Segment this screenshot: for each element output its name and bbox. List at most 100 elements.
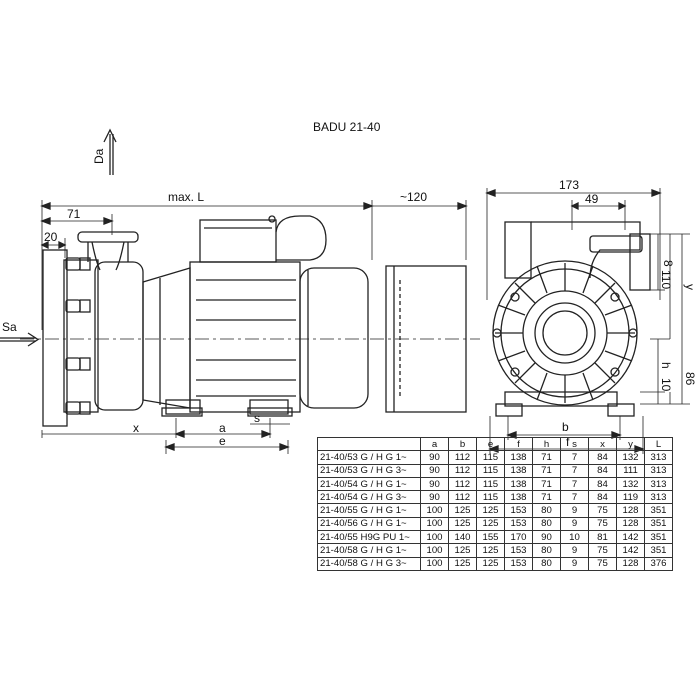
table-cell: 71 [532,450,561,465]
label-173: 173 [559,178,579,192]
table-cell: 71 [532,490,561,505]
label-b: b [562,420,569,434]
table-cell: 80 [532,556,561,571]
table-cell: 142 [616,530,645,545]
table-header: x [588,436,617,452]
table-cell: 9 [560,503,589,518]
dimensions-table: a b e f h s x y L 21-40/53 G / H G 1~ 90… [317,436,673,571]
table-cell: 138 [504,476,533,492]
table-row: 21-40/55 G / H G 1~ 100 125 125 153 80 9… [317,503,673,518]
table-cell: 125 [448,543,477,558]
table-header: s [560,436,589,452]
table-cell: 90 [532,530,561,545]
drawing-title: BADU 21-40 [313,120,381,134]
table-cell: 71 [532,476,561,492]
side-view [0,128,480,454]
table-cell: 75 [588,516,617,532]
table-cell: 90 [420,490,449,505]
table-cell: 7 [560,463,589,478]
table-cell: 351 [644,543,673,558]
table-cell: 313 [644,476,673,492]
table-cell: 125 [448,516,477,532]
table-cell: 84 [588,463,617,478]
table-cell: 84 [588,476,617,492]
table-cell: 80 [532,516,561,532]
front-view [485,188,690,454]
label-49: 49 [585,192,599,206]
label-h: h [659,362,673,369]
table-cell-model: 21-40/53 G / H G 3~ [317,463,421,478]
table-row: 21-40/54 G / H G 1~ 90 112 115 138 71 7 … [317,476,673,492]
table-cell: 125 [448,556,477,571]
table-cell: 112 [448,463,477,478]
table-cell: 351 [644,503,673,518]
table-cell: 100 [420,516,449,532]
table-cell: 9 [560,556,589,571]
table-cell: 155 [476,530,505,545]
table-cell: 128 [616,556,645,571]
table-cell: 10 [560,530,589,545]
label-20: 20 [44,230,58,244]
table-cell-model: 21-40/54 G / H G 1~ [317,476,421,492]
table-cell: 9 [560,543,589,558]
label-y: y [683,284,697,290]
table-cell: 80 [532,543,561,558]
table-row: 21-40/53 G / H G 1~ 90 112 115 138 71 7 … [317,450,673,465]
table-cell: 7 [560,450,589,465]
table-header: a [420,436,449,452]
table-cell: 140 [448,530,477,545]
table-cell: 112 [448,450,477,465]
table-cell: 7 [560,490,589,505]
table-cell: 125 [476,516,505,532]
table-row: 21-40/54 G / H G 3~ 90 112 115 138 71 7 … [317,490,673,505]
label-86: 86 [683,372,697,386]
label-sa: Sa [2,320,17,334]
table-cell: 100 [420,503,449,518]
table-cell: 111 [616,463,645,478]
table-cell-model: 21-40/56 G / H G 1~ [317,516,421,532]
table-cell: 84 [588,490,617,505]
table-header: y [616,436,645,452]
table-row: 21-40/58 G / H G 3~ 100 125 125 153 80 9… [317,556,673,571]
table-header: e [476,436,505,452]
table-cell: 115 [476,490,505,505]
label-e: e [219,434,226,448]
table-cell: 170 [504,530,533,545]
table-cell: 128 [616,516,645,532]
table-header: h [532,436,561,452]
table-cell-model: 21-40/58 G / H G 3~ [317,556,421,571]
table-cell: 313 [644,463,673,478]
table-cell: 80 [532,503,561,518]
table-cell: 153 [504,516,533,532]
table-cell: 142 [616,543,645,558]
table-header: f [504,436,533,452]
label-a: a [219,421,226,435]
label-8: 8 [661,260,675,267]
table-cell: 75 [588,543,617,558]
table-cell: 313 [644,450,673,465]
table-cell: 125 [476,503,505,518]
table-row: 21-40/53 G / H G 3~ 90 112 115 138 71 7 … [317,463,673,478]
label-s: s [254,411,260,425]
table-header: b [448,436,477,452]
table-cell: 115 [476,450,505,465]
table-header: L [644,436,673,452]
table-row: 21-40/56 G / H G 1~ 100 125 125 153 80 9… [317,516,673,532]
table-cell: 71 [532,463,561,478]
table-cell: 351 [644,530,673,545]
table-cell-model: 21-40/58 G / H G 1~ [317,543,421,558]
label-10: 10 [659,378,673,392]
table-header-row: a b e f h s x y L [317,436,673,452]
table-cell: 125 [476,543,505,558]
table-cell: 132 [616,450,645,465]
table-cell: 138 [504,450,533,465]
table-row: 21-40/55 H9G PU 1~ 100 140 155 170 90 10… [317,530,673,545]
table-cell: 115 [476,476,505,492]
table-cell: 100 [420,530,449,545]
table-cell: 7 [560,476,589,492]
table-cell: 84 [588,450,617,465]
table-cell: 125 [476,556,505,571]
table-cell: 90 [420,476,449,492]
table-cell: 75 [588,503,617,518]
